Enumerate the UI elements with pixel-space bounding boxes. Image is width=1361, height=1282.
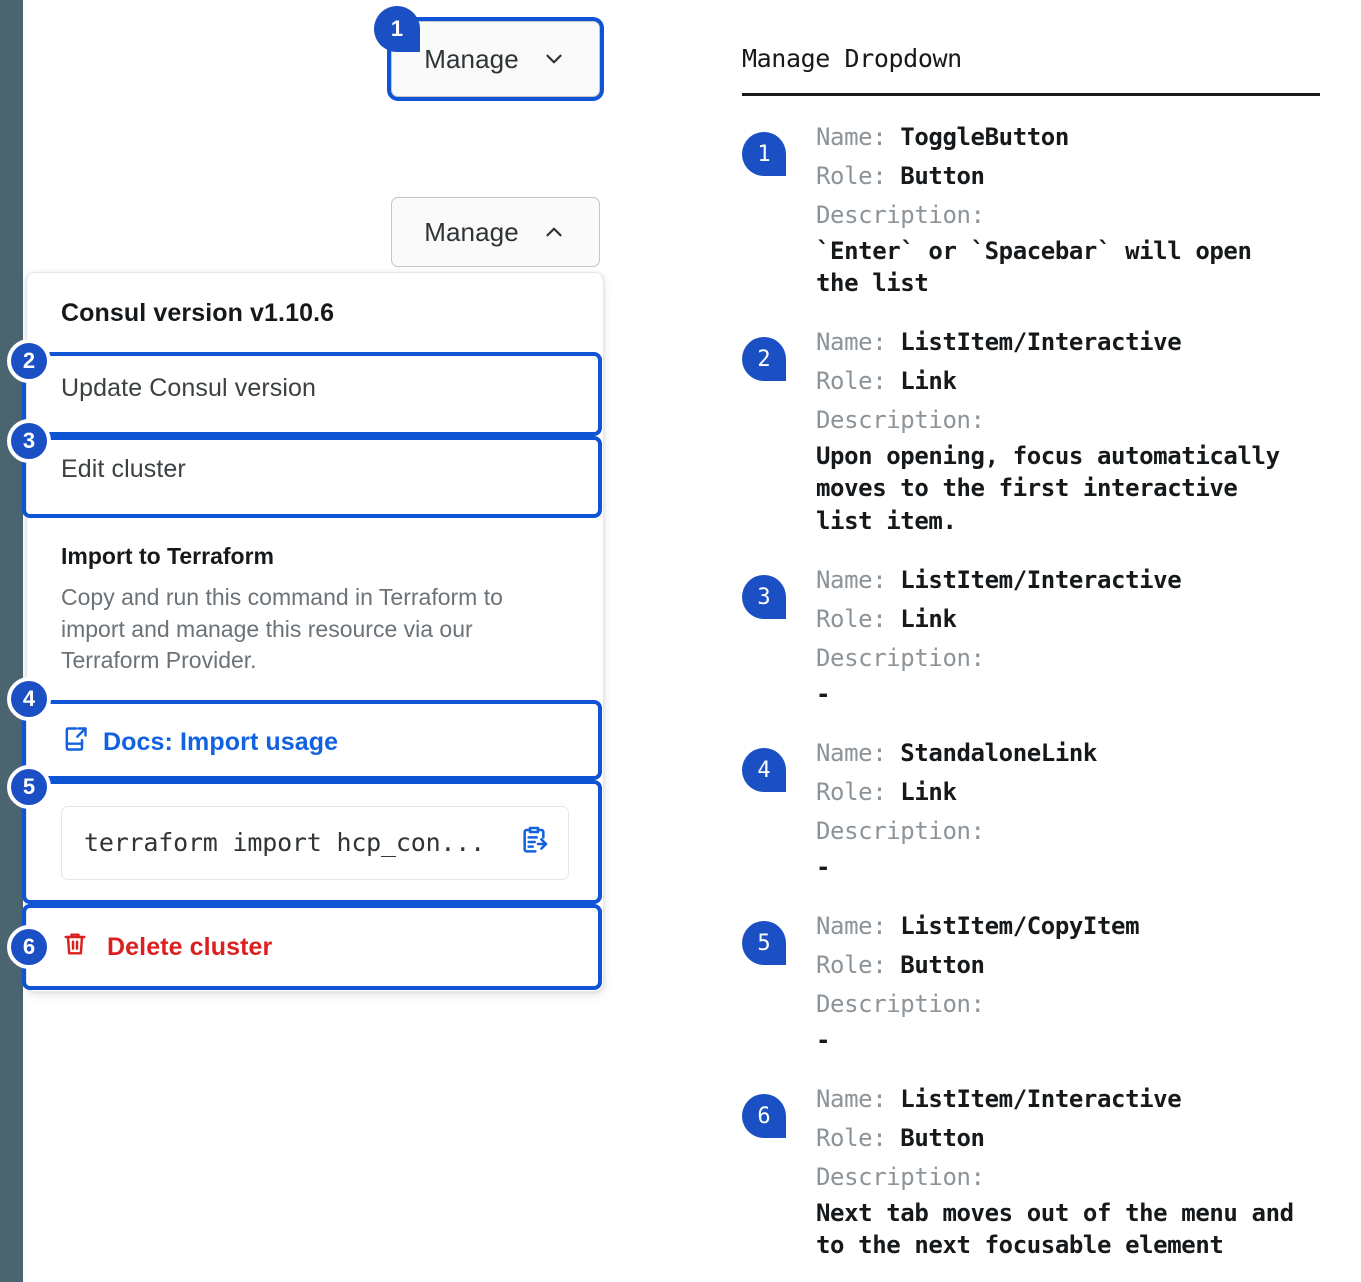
legend-description-label: Description: (816, 200, 985, 229)
menu-item-edit-cluster[interactable]: Edit cluster (61, 455, 186, 483)
marker-3: 3 (7, 419, 51, 463)
legend-name-label-row: Name: ToggleButton (816, 118, 1342, 157)
legend-name-label-row: Name: ListItem/CopyItem (816, 907, 1342, 946)
legend-description-label: Description: (816, 1163, 985, 1191)
manage-toggle-button-expanded[interactable]: Manage (391, 197, 600, 267)
legend-rule (742, 93, 1320, 96)
legend-description-value: - (816, 852, 831, 881)
legend-role-label: Role: (816, 605, 901, 634)
legend-description-value: - (816, 679, 831, 708)
menu-item-docs-import-usage[interactable]: Docs: Import usage (27, 703, 603, 784)
left-panel-demo: Manage Manage Consul version v1.10.6 Upd… (7, 6, 604, 992)
legend-role-value: Button (900, 951, 985, 980)
legend-name-label: Name: (816, 328, 901, 357)
legend-role-label-row: Role: Link (816, 362, 1342, 401)
legend-name-label-row: Name: ListItem/Interactive (816, 561, 1342, 600)
legend-role-label-row: Role: Button (816, 1119, 1342, 1158)
terraform-command-wrapper: terraform import hcp_con... (27, 784, 603, 908)
marker-6: 6 (7, 925, 51, 969)
legend-name-value: ToggleButton (900, 123, 1069, 151)
terraform-command-text: terraform import hcp_con... (84, 828, 485, 857)
manage-dropdown-panel: Consul version v1.10.6 Update Consul ver… (26, 272, 604, 992)
legend-marker-6: 6 (742, 1094, 786, 1139)
legend-name-label-row: Name: StandaloneLink (816, 734, 1342, 773)
legend-role-label-row: Role: Button (816, 946, 1342, 985)
marker-5: 5 (7, 765, 51, 809)
legend-role-label-row: Role: Button (816, 157, 1342, 196)
marker-2: 2 (7, 339, 51, 383)
terraform-command-box[interactable]: terraform import hcp_con... (61, 805, 569, 880)
manage-toggle-button-collapsed[interactable]: Manage (391, 21, 600, 97)
legend-name-label: Name: (816, 739, 901, 768)
legend-description-value: Upon opening, focus automatically moves … (816, 442, 1280, 535)
legend-description-label: Description: (816, 643, 985, 672)
legend-marker-2: 2 (742, 337, 786, 382)
trash-icon (61, 930, 89, 965)
docs-import-usage-label: Docs: Import usage (103, 727, 339, 756)
marker-1: 1 (374, 6, 420, 52)
delete-cluster-label: Delete cluster (107, 932, 273, 961)
legend-description-label: Description: (816, 406, 985, 435)
legend-marker-1: 1 (742, 132, 786, 176)
legend-marker-3: 3 (742, 575, 786, 620)
chevron-down-icon (541, 46, 567, 72)
manage-toggle-label-expanded: Manage (424, 216, 519, 247)
legend-name-label: Name: (816, 1085, 901, 1114)
legend-role-label: Role: (816, 367, 901, 396)
legend-role-value: Button (900, 1124, 985, 1153)
legend-role-value: Link (900, 605, 957, 634)
external-link-docs-icon (61, 725, 89, 760)
legend-name-label: Name: (816, 566, 901, 595)
legend-role-label-row: Role: Link (816, 773, 1342, 812)
legend-name-label-row: Name: ListItem/Interactive (816, 323, 1342, 362)
marker-4: 4 (7, 677, 51, 721)
legend-description-label: Description: (816, 989, 985, 1018)
import-to-terraform-body: Copy and run this command in Terraform t… (61, 584, 503, 673)
legend-title: Manage Dropdown (742, 44, 962, 73)
menu-item-delete-cluster[interactable]: Delete cluster (27, 908, 603, 991)
legend-name-label: Name: (816, 123, 901, 151)
legend-description-value: - (816, 1025, 831, 1054)
legend-role-value: Link (900, 778, 957, 807)
legend-name-label: Name: (816, 912, 901, 941)
legend-description-value: `Enter` or `Spacebar` will open the list (816, 236, 1252, 298)
legend-role-label: Role: (816, 951, 901, 980)
legend-name-value: ListItem/Interactive (900, 1085, 1182, 1114)
legend-marker-5: 5 (742, 921, 786, 966)
legend-role-label: Role: (816, 161, 901, 190)
legend-role-label-row: Role: Link (816, 600, 1342, 639)
legend-name-value: ListItem/CopyItem (900, 912, 1140, 941)
legend-role-label: Role: (816, 778, 901, 807)
legend-marker-4: 4 (742, 748, 786, 793)
legend-name-label-row: Name: ListItem/Interactive (816, 1080, 1342, 1119)
chevron-up-icon (541, 219, 567, 245)
legend-description-label: Description: (816, 816, 985, 845)
legend-role-value: Button (900, 161, 985, 190)
import-to-terraform-title: Import to Terraform (61, 543, 274, 569)
legend-role-label: Role: (816, 1124, 901, 1153)
legend-role-value: Link (900, 367, 957, 396)
legend-name-value: ListItem/Interactive (900, 328, 1182, 357)
clipboard-copy-icon[interactable] (518, 824, 550, 861)
legend-description-value: Next tab moves out of the menu and to th… (816, 1198, 1294, 1260)
manage-toggle-label: Manage (424, 43, 519, 74)
legend-name-value: ListItem/Interactive (900, 566, 1182, 595)
consul-version-header: Consul version v1.10.6 (61, 299, 335, 327)
menu-item-update-consul-version[interactable]: Update Consul version (61, 374, 317, 402)
legend-name-value: StandaloneLink (900, 739, 1097, 768)
